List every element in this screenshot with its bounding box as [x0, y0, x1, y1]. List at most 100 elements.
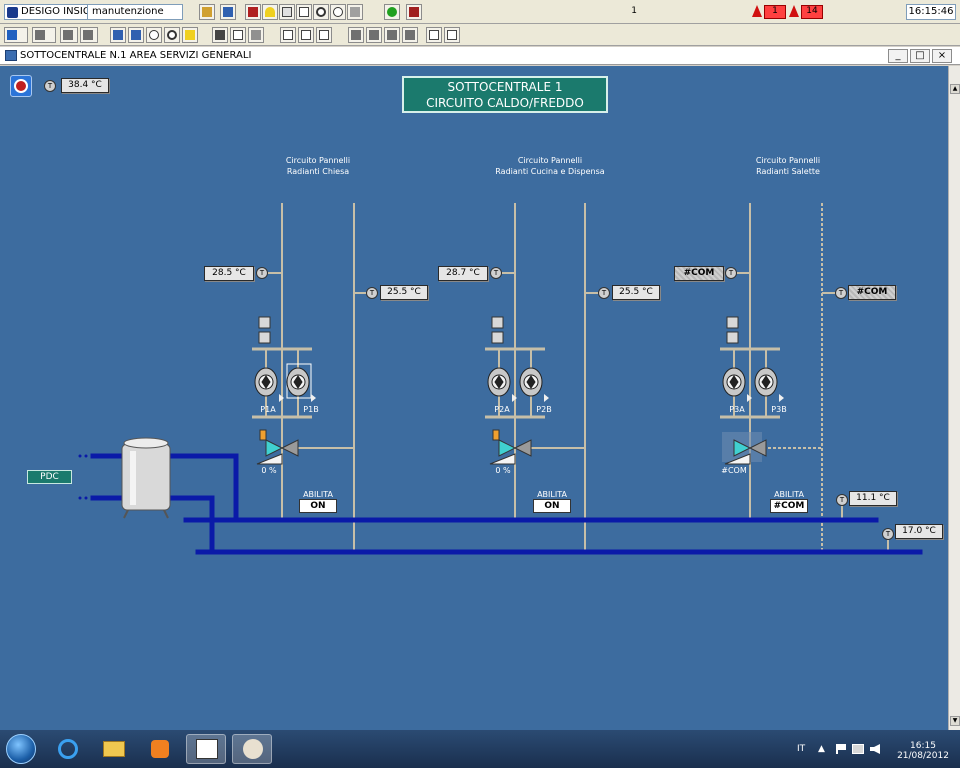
tank-icon	[121, 437, 171, 519]
volume-icon[interactable]	[870, 744, 880, 754]
app-name-box[interactable]: DESIGO INSIGHT	[4, 4, 110, 20]
camera-icon[interactable]	[182, 27, 198, 43]
network-icon[interactable]	[852, 744, 864, 754]
scroll-up-icon[interactable]: ▲	[950, 84, 960, 94]
pdc-heat-pump-button[interactable]: PDC	[27, 470, 72, 484]
app-name: DESIGO INSIGHT	[21, 6, 105, 17]
alarm-bell-icon[interactable]	[752, 5, 762, 17]
bell-icon[interactable]	[262, 4, 278, 20]
tool-icon[interactable]	[220, 4, 236, 20]
vertical-scrollbar[interactable]: ▲ ▼	[948, 66, 960, 730]
thermometer-icon: T	[598, 287, 610, 299]
desigo-app-icon[interactable]	[186, 734, 226, 764]
taskbar-clock[interactable]: 16:15 21/08/2012	[897, 741, 949, 761]
plant-schematic: T 38.4 °C SOTTOCENTRALE 1 CIRCUITO CALDO…	[0, 66, 948, 730]
circuit1-enable-button[interactable]: ON	[299, 499, 337, 513]
tile-icon[interactable]	[426, 27, 442, 43]
window-icon[interactable]	[316, 27, 332, 43]
circuit3-name: Circuito Pannelli Radianti Salette	[755, 156, 821, 176]
circuit1-valve-pct: 0 %	[261, 466, 277, 475]
circuit1-name: Circuito Pannelli Radianti Chiesa	[285, 156, 351, 176]
layout-icon[interactable]	[366, 27, 382, 43]
thermometer-icon: T	[725, 267, 737, 279]
thermometer-icon: T	[490, 267, 502, 279]
circuit2-pump-b-label: P2B	[536, 405, 552, 414]
collector-return-temp[interactable]: 17.0 °C	[895, 524, 943, 539]
print-icon[interactable]	[248, 27, 264, 43]
forward-icon[interactable]	[32, 27, 56, 43]
window-icon[interactable]	[280, 27, 296, 43]
alarm2-count[interactable]: 14	[801, 5, 823, 19]
nav-icon[interactable]	[60, 27, 78, 43]
circuit3-pump-b-label: P3B	[771, 405, 787, 414]
circuit1-return-temp[interactable]: 25.5 °C	[380, 285, 428, 300]
check-icon[interactable]	[384, 4, 400, 20]
folder-icon[interactable]	[94, 734, 134, 764]
target-icon[interactable]	[164, 27, 180, 43]
back-icon[interactable]	[4, 27, 28, 43]
circuit3-valve-pct: #COM	[721, 466, 747, 475]
tile-icon[interactable]	[444, 27, 460, 43]
window-icon	[5, 50, 17, 61]
circuit2-supply-temp[interactable]: 28.7 °C	[438, 266, 488, 281]
circuit1-supply-temp[interactable]: 28.5 °C	[204, 266, 254, 281]
clock-icon[interactable]	[330, 4, 346, 20]
thermometer-icon: T	[882, 528, 894, 540]
circuit2-return-temp[interactable]: 25.5 °C	[612, 285, 660, 300]
settings-icon[interactable]	[10, 75, 32, 97]
valve-icon	[722, 432, 767, 465]
chart-icon[interactable]	[279, 4, 295, 20]
paint-icon[interactable]	[232, 734, 272, 764]
layout-icon[interactable]	[384, 27, 400, 43]
media-player-icon[interactable]	[140, 734, 180, 764]
tool-icon[interactable]	[199, 4, 215, 20]
tools-icon[interactable]	[347, 4, 363, 20]
minimize-button[interactable]: _	[888, 49, 908, 63]
title-line1: SOTTOCENTRALE 1	[447, 80, 563, 94]
scroll-down-icon[interactable]: ▼	[950, 716, 960, 726]
tray-chevron-icon[interactable]: ▲	[818, 744, 825, 754]
title-line2: CIRCUITO CALDO/FREDDO	[426, 96, 584, 110]
circuit3-enable-button[interactable]: #COM	[770, 499, 808, 513]
maximize-button[interactable]: □	[910, 49, 930, 63]
book-icon[interactable]	[406, 4, 422, 20]
circuit2-enable-label: ABILITA	[537, 490, 567, 499]
circuit2-pump-a-label: P2A	[494, 405, 510, 414]
circuit3-supply-temp[interactable]: #COM	[674, 266, 724, 281]
circuit2-valve-pct: 0 %	[495, 466, 511, 475]
schematic-title: SOTTOCENTRALE 1 CIRCUITO CALDO/FREDDO	[402, 76, 608, 113]
envelope-icon[interactable]	[296, 4, 312, 20]
collector-supply-temp[interactable]: 11.1 °C	[849, 491, 897, 506]
search-icon[interactable]	[313, 4, 329, 20]
alarm-bell-icon[interactable]	[789, 5, 799, 17]
circuit3-pump-a-label: P3A	[729, 405, 745, 414]
window-icon[interactable]	[298, 27, 314, 43]
circuit2-enable-button[interactable]: ON	[533, 499, 571, 513]
nav-icon[interactable]	[80, 27, 98, 43]
layout-icon[interactable]	[402, 27, 418, 43]
close-button[interactable]: ×	[932, 49, 952, 63]
user-field[interactable]: manutenzione	[87, 4, 183, 20]
layout-icon[interactable]	[348, 27, 364, 43]
circuit1-enable-label: ABILITA	[303, 490, 333, 499]
thermometer-icon: T	[835, 287, 847, 299]
compass-icon[interactable]	[146, 27, 162, 43]
internet-explorer-icon[interactable]	[48, 734, 88, 764]
valve-icon	[256, 429, 299, 465]
thermometer-icon: T	[256, 267, 268, 279]
pump-icon	[286, 363, 312, 399]
start-button-icon[interactable]	[6, 734, 36, 764]
network-icon[interactable]	[110, 27, 126, 43]
outdoor-temp[interactable]: 38.4 °C	[61, 78, 109, 93]
preview-icon[interactable]	[230, 27, 246, 43]
circuit3-enable-label: ABILITA	[774, 490, 804, 499]
report-icon[interactable]	[212, 27, 228, 43]
network-icon[interactable]	[128, 27, 144, 43]
alarm1-count[interactable]: 1	[764, 5, 786, 19]
plant-view-icon[interactable]	[245, 4, 261, 20]
pump-icon	[254, 367, 278, 397]
desigo-logo-icon	[7, 7, 18, 18]
circuit3-return-temp[interactable]: #COM	[848, 285, 896, 300]
language-indicator[interactable]: IT	[797, 744, 806, 754]
flag-icon[interactable]	[836, 744, 846, 754]
